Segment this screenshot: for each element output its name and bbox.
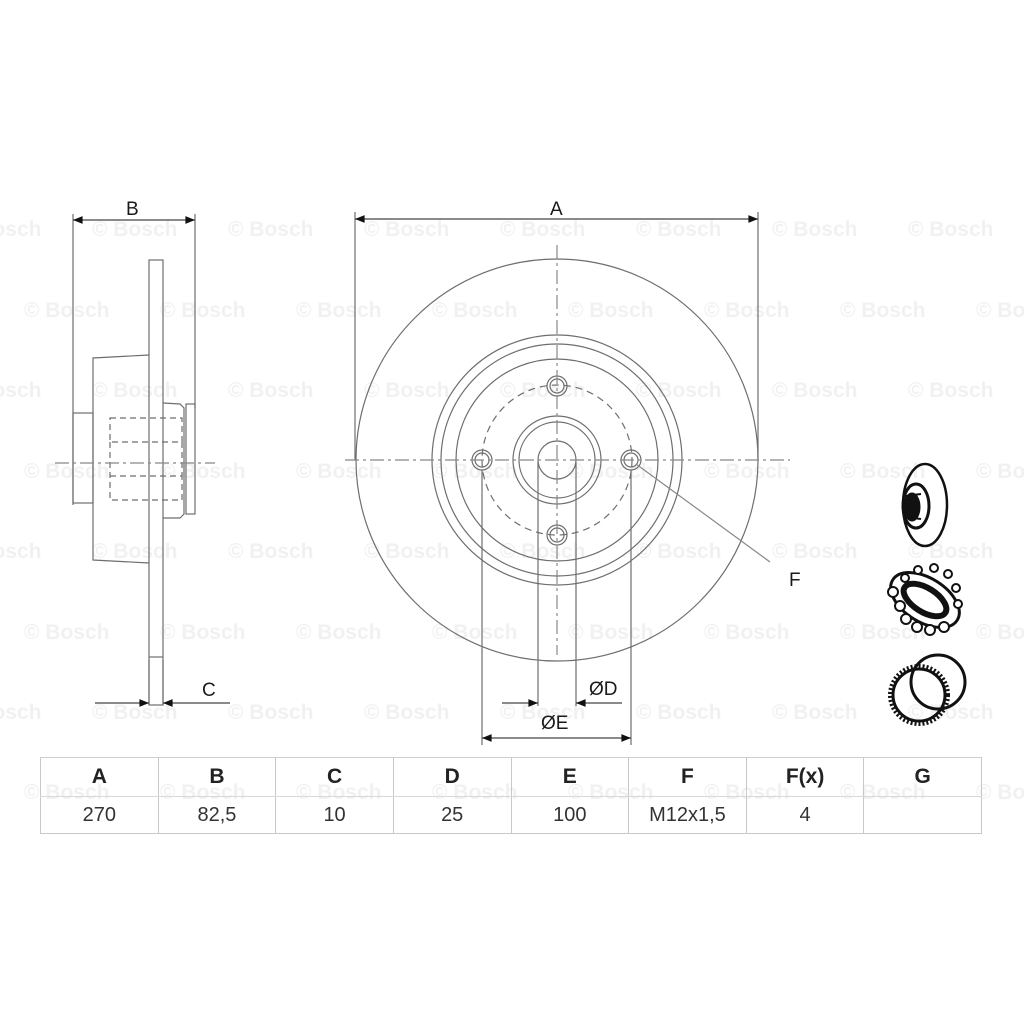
col-header-c: C (275, 757, 394, 797)
value-d: 25 (392, 796, 512, 834)
dim-label-c: C (202, 680, 216, 701)
col-header-e: E (510, 757, 630, 797)
col-header-f: F (628, 757, 747, 797)
brake-disc-icon (901, 462, 949, 548)
col-header-d: D (392, 757, 512, 797)
value-f: M12x1,5 (628, 796, 747, 834)
col-header-g: G (863, 757, 982, 797)
value-e: 100 (510, 796, 630, 834)
value-b: 82,5 (157, 796, 277, 834)
col-header-a: A (40, 757, 159, 797)
value-c: 10 (275, 796, 394, 834)
dim-label-b: B (126, 199, 139, 220)
value-fx: 4 (745, 796, 865, 834)
value-a: 270 (40, 796, 159, 834)
col-header-fx: F(x) (745, 757, 865, 797)
dim-label-a: A (550, 199, 563, 220)
dim-label-f: F (789, 570, 801, 591)
abs-ring-icon (888, 653, 967, 726)
front-view (345, 212, 790, 745)
side-view (55, 214, 230, 707)
spec-table-value-row: 270 82,5 10 25 100 M12x1,5 4 (40, 796, 982, 834)
dim-label-e: ØE (541, 713, 569, 734)
dim-label-d: ØD (589, 679, 618, 700)
wheel-bearing-icon (887, 563, 963, 636)
col-header-b: B (157, 757, 277, 797)
spec-table-header-row: A B C D E F F(x) G (40, 757, 982, 797)
spec-table: A B C D E F F(x) G 270 82,5 10 25 100 M1… (40, 757, 982, 834)
value-g (863, 796, 982, 834)
